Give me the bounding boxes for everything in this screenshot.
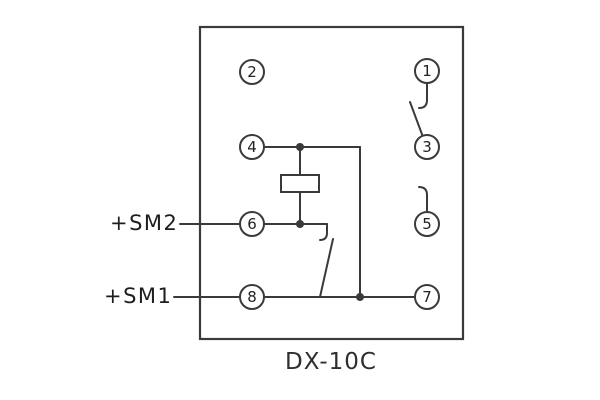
junction-dot bbox=[356, 293, 364, 301]
junction-dot bbox=[296, 220, 304, 228]
terminal-2: 2 bbox=[239, 59, 265, 85]
terminal-5: 5 bbox=[414, 211, 440, 237]
right-contact-blade-icon bbox=[409, 101, 424, 138]
mid-contact-fixed-icon bbox=[319, 223, 328, 241]
junction-dot bbox=[296, 143, 304, 151]
model-label: DX-10C bbox=[285, 349, 377, 375]
terminal-7: 7 bbox=[414, 284, 440, 310]
relay-coil-symbol bbox=[280, 174, 320, 193]
terminal-3: 3 bbox=[414, 134, 440, 160]
enclosure-box bbox=[198, 25, 465, 341]
right-contact-fixed-bottom-icon bbox=[418, 186, 428, 212]
label-sm2: +SM2 bbox=[110, 211, 179, 235]
terminal-6: 6 bbox=[239, 211, 265, 237]
mid-contact-blade-icon bbox=[319, 238, 334, 298]
label-sm1: +SM1 bbox=[104, 284, 173, 308]
terminal-1: 1 bbox=[414, 58, 440, 84]
right-contact-fixed-top-icon bbox=[418, 83, 428, 109]
terminal-4: 4 bbox=[239, 134, 265, 160]
terminal-8: 8 bbox=[239, 284, 265, 310]
